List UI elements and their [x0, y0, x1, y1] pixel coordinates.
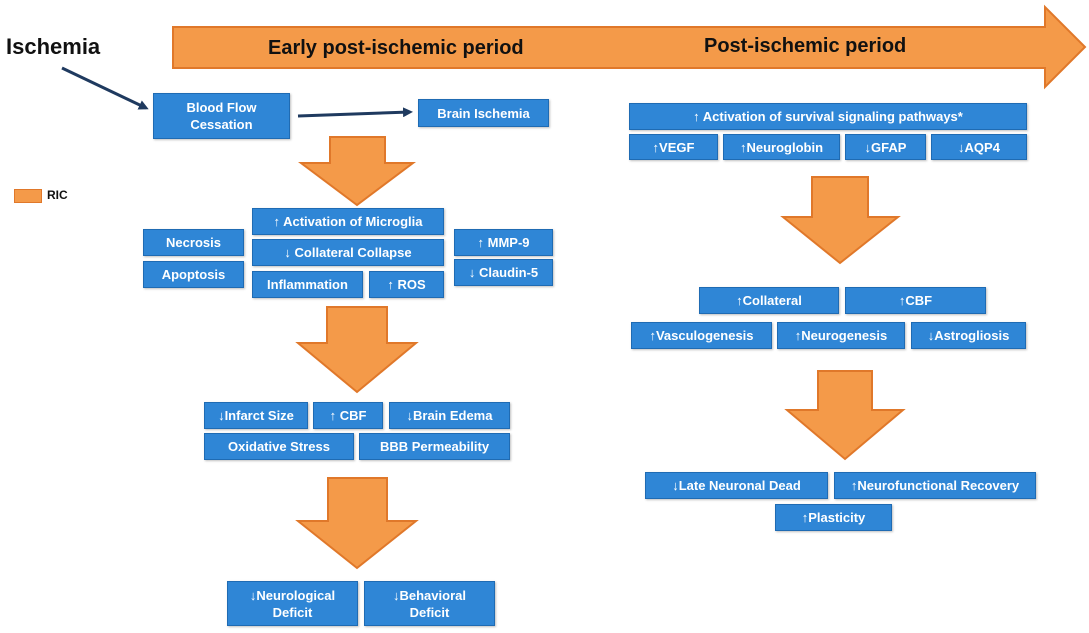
necrosis-box: Necrosis [143, 229, 244, 256]
collateral-collapse-box: ↓ Collateral Collapse [252, 239, 444, 266]
vasculogenesis-box: ↑Vasculogenesis [631, 322, 772, 349]
neurogenesis-box: ↑Neurogenesis [777, 322, 905, 349]
inflammation-box: Inflammation [252, 271, 363, 298]
collateral-box: ↑Collateral [699, 287, 839, 314]
apoptosis-box: Apoptosis [143, 261, 244, 288]
neurological-deficit-box: ↓Neurological Deficit [227, 581, 358, 626]
down-arrow-2 [295, 306, 419, 394]
vegf-box: ↑VEGF [629, 134, 718, 160]
behavioral-deficit-box: ↓Behavioral Deficit [364, 581, 495, 626]
infarct-size-box: ↓Infarct Size [204, 402, 308, 429]
astrogliosis-box: ↓Astrogliosis [911, 322, 1026, 349]
microglia-box: ↑ Activation of Microglia [252, 208, 444, 235]
brain-edema-box: ↓Brain Edema [389, 402, 510, 429]
down-arrow-3 [295, 477, 419, 570]
ischemia-connector-arrow [61, 66, 149, 110]
plasticity-box: ↑Plasticity [775, 504, 892, 531]
mmp9-box: ↑ MMP-9 [454, 229, 553, 256]
bbb-permeability-box: BBB Permeability [359, 433, 510, 460]
neuroglobin-box: ↑Neuroglobin [723, 134, 840, 160]
survival-pathways-box: ↑ Activation of survival signaling pathw… [629, 103, 1027, 130]
cessation-connector-arrow [297, 107, 413, 118]
legend-swatch [14, 189, 42, 203]
down-arrow-5 [784, 370, 906, 461]
cbf-box: ↑ CBF [313, 402, 383, 429]
blood-flow-cessation-box: Blood Flow Cessation [153, 93, 290, 139]
post-cbf-box: ↑CBF [845, 287, 986, 314]
late-neuronal-dead-box: ↓Late Neuronal Dead [645, 472, 828, 499]
timeline-early-label: Early post-ischemic period [268, 37, 524, 59]
neurofunctional-recovery-box: ↑Neurofunctional Recovery [834, 472, 1036, 499]
claudin5-box: ↓ Claudin-5 [454, 259, 553, 286]
aqp4-box: ↓AQP4 [931, 134, 1027, 160]
gfap-box: ↓GFAP [845, 134, 926, 160]
ros-box: ↑ ROS [369, 271, 444, 298]
down-arrow-4 [780, 176, 901, 265]
brain-ischemia-box: Brain Ischemia [418, 99, 549, 127]
legend-label: RIC [47, 188, 68, 202]
timeline-arrow [172, 4, 1087, 90]
timeline-post-label: Post-ischemic period [704, 35, 907, 57]
down-arrow-1 [298, 136, 416, 207]
ischemia-title: Ischemia [6, 34, 101, 59]
oxidative-stress-box: Oxidative Stress [204, 433, 354, 460]
